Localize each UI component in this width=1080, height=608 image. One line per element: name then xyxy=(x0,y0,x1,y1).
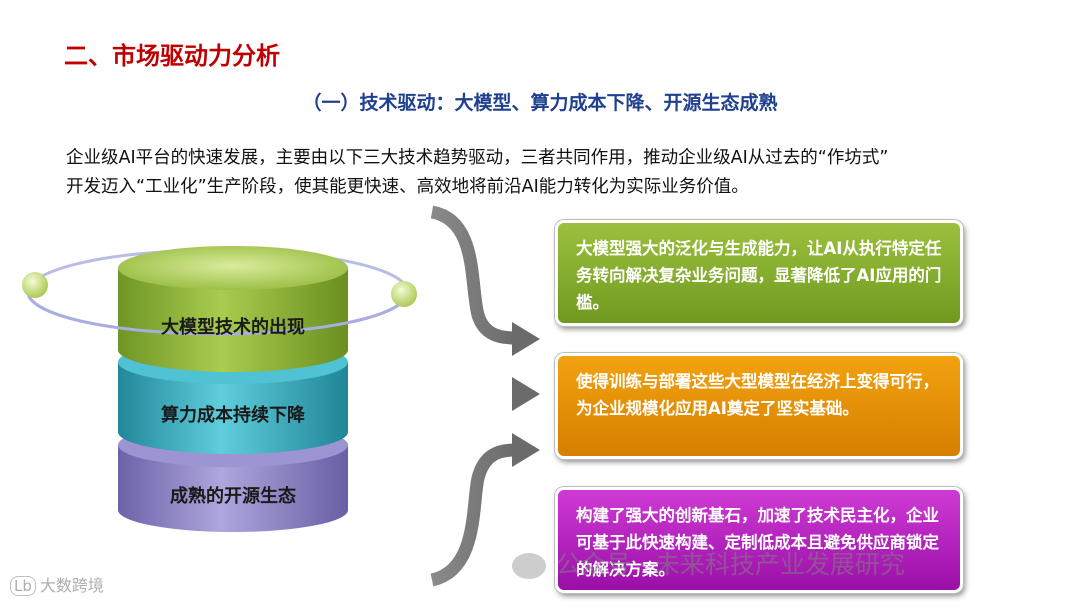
intro-line-2: 开发迈入“工业化”生产阶段，使其能更快速、高效地将前沿AI能力转化为实际业务价值… xyxy=(66,177,749,197)
cylinder-layer-top xyxy=(118,246,348,372)
section-subtitle: （一）技术驱动：大模型、算力成本下降、开源生态成熟 xyxy=(302,92,778,114)
page-title: 二、市场驱动力分析 xyxy=(64,42,280,70)
wechat-icon xyxy=(512,553,546,579)
intro-paragraph: 企业级AI平台的快速发展，主要由以下三大技术趋势驱动，三者共同作用，推动企业级A… xyxy=(66,144,1026,202)
effect-box-compute-cost: 使得训练与部署这些大型模型在经济上变得可行，为企业规模化应用AI奠定了坚实基础。 xyxy=(555,353,963,459)
effect-box-large-models: 大模型强大的泛化与生成能力，让AI从执行特定任务转向解决复杂业务问题，显著降低了… xyxy=(555,220,963,326)
cylinder-label-1: 大模型技术的出现 xyxy=(161,317,305,338)
cylinder-label-2: 算力成本持续下降 xyxy=(161,405,305,426)
watermark-logo-icon: Lb xyxy=(10,576,36,596)
arrow-to-box-3 xyxy=(430,433,540,587)
intro-line-1: 企业级AI平台的快速发展，主要由以下三大技术趋势驱动，三者共同作用，推动企业级A… xyxy=(66,148,889,168)
orbit-ball-right xyxy=(391,281,417,307)
orbit-ball-left xyxy=(22,272,48,298)
cylinder-label-3: 成熟的开源生态 xyxy=(170,486,296,507)
arrow-to-box-2 xyxy=(418,377,540,411)
arrow-to-box-1 xyxy=(430,205,540,356)
watermark-right: 公众号 · 未来科技产业发展研究 xyxy=(512,545,905,581)
watermark-right-text: 公众号 · 未来科技产业发展研究 xyxy=(556,550,905,579)
orbit-ring-front xyxy=(26,291,410,336)
watermark-left-text: 大数跨境 xyxy=(39,576,104,595)
effect-box-open-source: 构建了强大的创新基石，加速了技术民主化，企业可基于此快速构建、定制低成本且避免供… xyxy=(555,487,963,593)
